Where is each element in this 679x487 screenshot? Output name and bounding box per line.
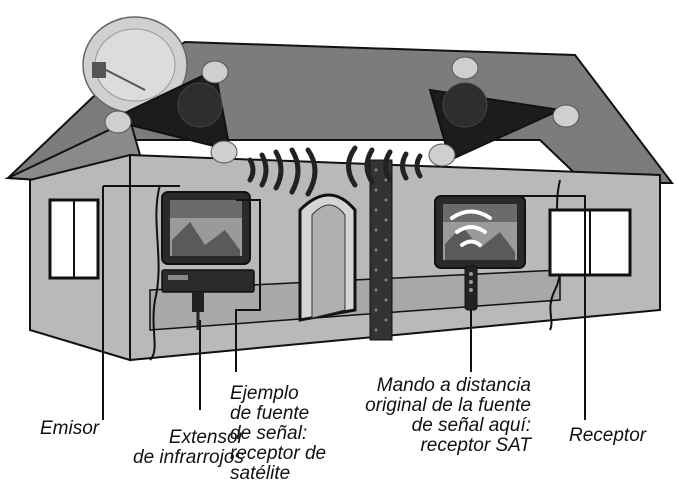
ir-extender bbox=[192, 292, 204, 330]
signal-waves-right bbox=[346, 145, 423, 188]
radio-wave-icon bbox=[450, 209, 492, 247]
label-receptor: Receptor bbox=[569, 425, 647, 446]
sat-receiver-box bbox=[161, 269, 255, 293]
tv-left bbox=[161, 191, 251, 265]
cutaway-edge bbox=[149, 184, 161, 361]
leader-lines bbox=[102, 185, 586, 420]
label-mando: Mando a distancia original de la fuente … bbox=[365, 375, 531, 456]
transmitter-icon bbox=[104, 60, 238, 164]
tv-right bbox=[434, 195, 526, 269]
wall-texture bbox=[374, 168, 388, 332]
divider-wall bbox=[369, 159, 393, 341]
receiver-icon bbox=[428, 56, 580, 167]
label-extensor: Extensor de infrarrojos bbox=[133, 427, 244, 468]
satellite-dish-icon bbox=[82, 16, 188, 114]
label-emisor: Emisor bbox=[40, 418, 100, 439]
remote-control-icon bbox=[464, 265, 478, 311]
label-ejemplo: Ejemplo de fuente de señal: receptor de … bbox=[230, 383, 327, 484]
signal-waves-left bbox=[247, 147, 318, 197]
archway-inner bbox=[311, 204, 346, 319]
